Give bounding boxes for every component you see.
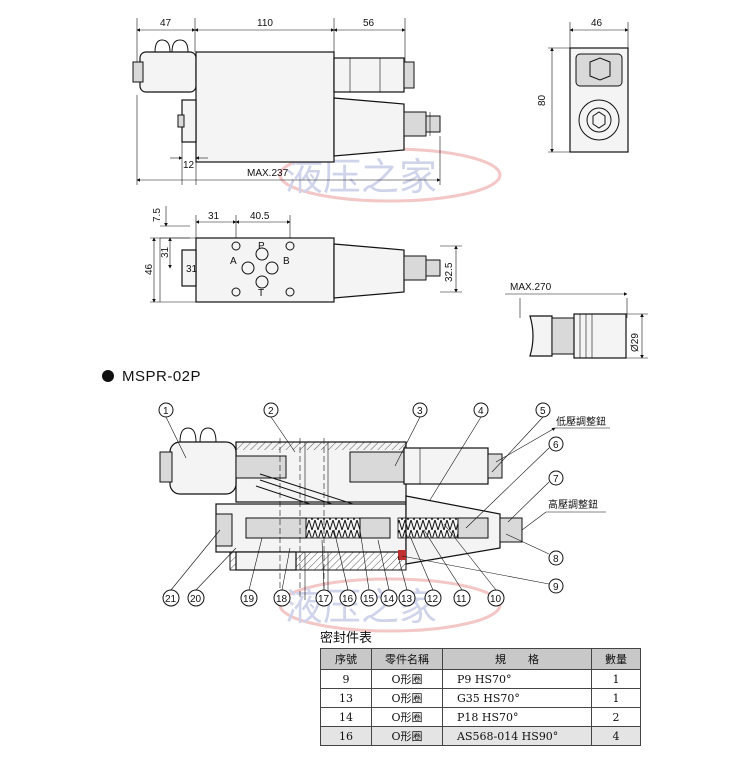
dim-31-top: 31 [208, 211, 220, 222]
cell-no: 13 [320, 688, 372, 708]
table-header-row: 序號 零件名稱 規 格 數量 [320, 648, 641, 670]
dim-40-5: 40.5 [250, 211, 270, 222]
cell-name: O形圈 [371, 688, 443, 708]
header-spec: 規 格 [442, 648, 592, 670]
port-t: T [258, 288, 264, 299]
port-a: A [230, 256, 237, 267]
seal-table-caption: 密封件表 [320, 631, 373, 646]
cell-name: O形圈 [371, 669, 443, 689]
side-view: 46 80 [537, 18, 629, 153]
cell-spec: AS568-014 HS90° [442, 726, 592, 746]
table-row: 14 O形圈 P18 HS70° 2 [320, 707, 641, 727]
cell-qty: 1 [591, 669, 641, 689]
dim-max-270: MAX.270 [510, 282, 552, 293]
dim-46-plan: 46 [144, 263, 155, 275]
seal-table: 序號 零件名稱 規 格 數量 9 O形圈 P9 HS70° 1 13 O形圈 G… [320, 648, 641, 746]
knob-detail: MAX.270 Ø29 [505, 282, 648, 359]
section-view: 1 2 3 4 5 6 7 8 9 低壓調整鈕 高壓調整鈕 21 [158, 402, 610, 607]
header-qty: 數量 [591, 648, 641, 670]
dim-80: 80 [537, 94, 548, 106]
callout-16: 16 [342, 594, 354, 605]
callout-5: 5 [540, 406, 546, 417]
header-part-name: 零件名稱 [371, 648, 443, 670]
dim-dia-29: Ø29 [630, 333, 641, 352]
cell-no: 16 [320, 726, 372, 746]
cell-qty: 2 [591, 707, 641, 727]
dim-7-5: 7.5 [152, 208, 163, 222]
cell-no: 9 [320, 669, 372, 689]
table-row: 13 O形圈 G35 HS70° 1 [320, 688, 641, 708]
dim-46: 46 [591, 18, 603, 29]
dim-47: 47 [160, 18, 172, 29]
callout-18: 18 [276, 594, 288, 605]
table-row: 9 O形圈 P9 HS70° 1 [320, 669, 641, 689]
callout-14: 14 [383, 594, 395, 605]
cell-qty: 4 [591, 726, 641, 746]
callout-9: 9 [553, 582, 559, 593]
table-row: 16 O形圈 AS568-014 HS90° 4 [320, 726, 641, 746]
callout-10: 10 [490, 594, 502, 605]
callouts-bottom: 21 20 19 18 17 16 15 14 13 12 11 10 [162, 523, 505, 607]
cell-spec: P9 HS70° [442, 669, 592, 689]
watermark: 液压之家 液压之家 [278, 147, 502, 633]
callout-8: 8 [553, 554, 559, 565]
label-high-pressure-knob: 高壓調整鈕 [548, 498, 598, 511]
port-b: B [283, 256, 290, 267]
plan-view: 7.5 31 40.5 31 P A B T 46 31 [144, 206, 462, 303]
callout-17: 17 [318, 594, 330, 605]
callout-1: 1 [163, 406, 169, 417]
cell-name: O形圈 [371, 726, 443, 746]
callout-6: 6 [553, 440, 559, 451]
callout-20: 20 [190, 594, 202, 605]
callout-19: 19 [243, 594, 255, 605]
bullet-icon [102, 370, 114, 382]
cell-qty: 1 [591, 688, 641, 708]
cell-spec: G35 HS70° [442, 688, 592, 708]
dim-110: 110 [257, 18, 273, 29]
model-name: MSPR-02P [122, 368, 202, 385]
dim-31-side: 31 [160, 246, 171, 258]
callout-11: 11 [456, 594, 467, 605]
dim-12: 12 [183, 160, 195, 171]
callout-13: 13 [401, 594, 413, 605]
dim-32-5: 32.5 [444, 262, 455, 282]
header-no: 序號 [320, 648, 372, 670]
model-title: MSPR-02P [102, 368, 201, 385]
callout-2: 2 [268, 406, 274, 417]
label-low-pressure-knob: 低壓調整鈕 [556, 415, 606, 428]
callout-7: 7 [553, 474, 559, 485]
watermark-text-2: 液压之家 [285, 585, 437, 629]
svg-text:31: 31 [186, 264, 198, 275]
callout-3: 3 [417, 406, 423, 417]
callout-21: 21 [165, 594, 177, 605]
callouts-top: 1 2 3 4 5 6 7 8 9 [158, 402, 564, 594]
top-view: 47 110 56 12 MAX.237 [132, 18, 441, 185]
cell-name: O形圈 [371, 707, 443, 727]
dim-56: 56 [363, 18, 375, 29]
cell-spec: P18 HS70° [442, 707, 592, 727]
callout-15: 15 [363, 594, 375, 605]
callout-12: 12 [427, 594, 439, 605]
callout-4: 4 [478, 406, 484, 417]
port-p: P [258, 241, 265, 252]
cell-no: 14 [320, 707, 372, 727]
dim-max-237: MAX.237 [247, 168, 289, 179]
